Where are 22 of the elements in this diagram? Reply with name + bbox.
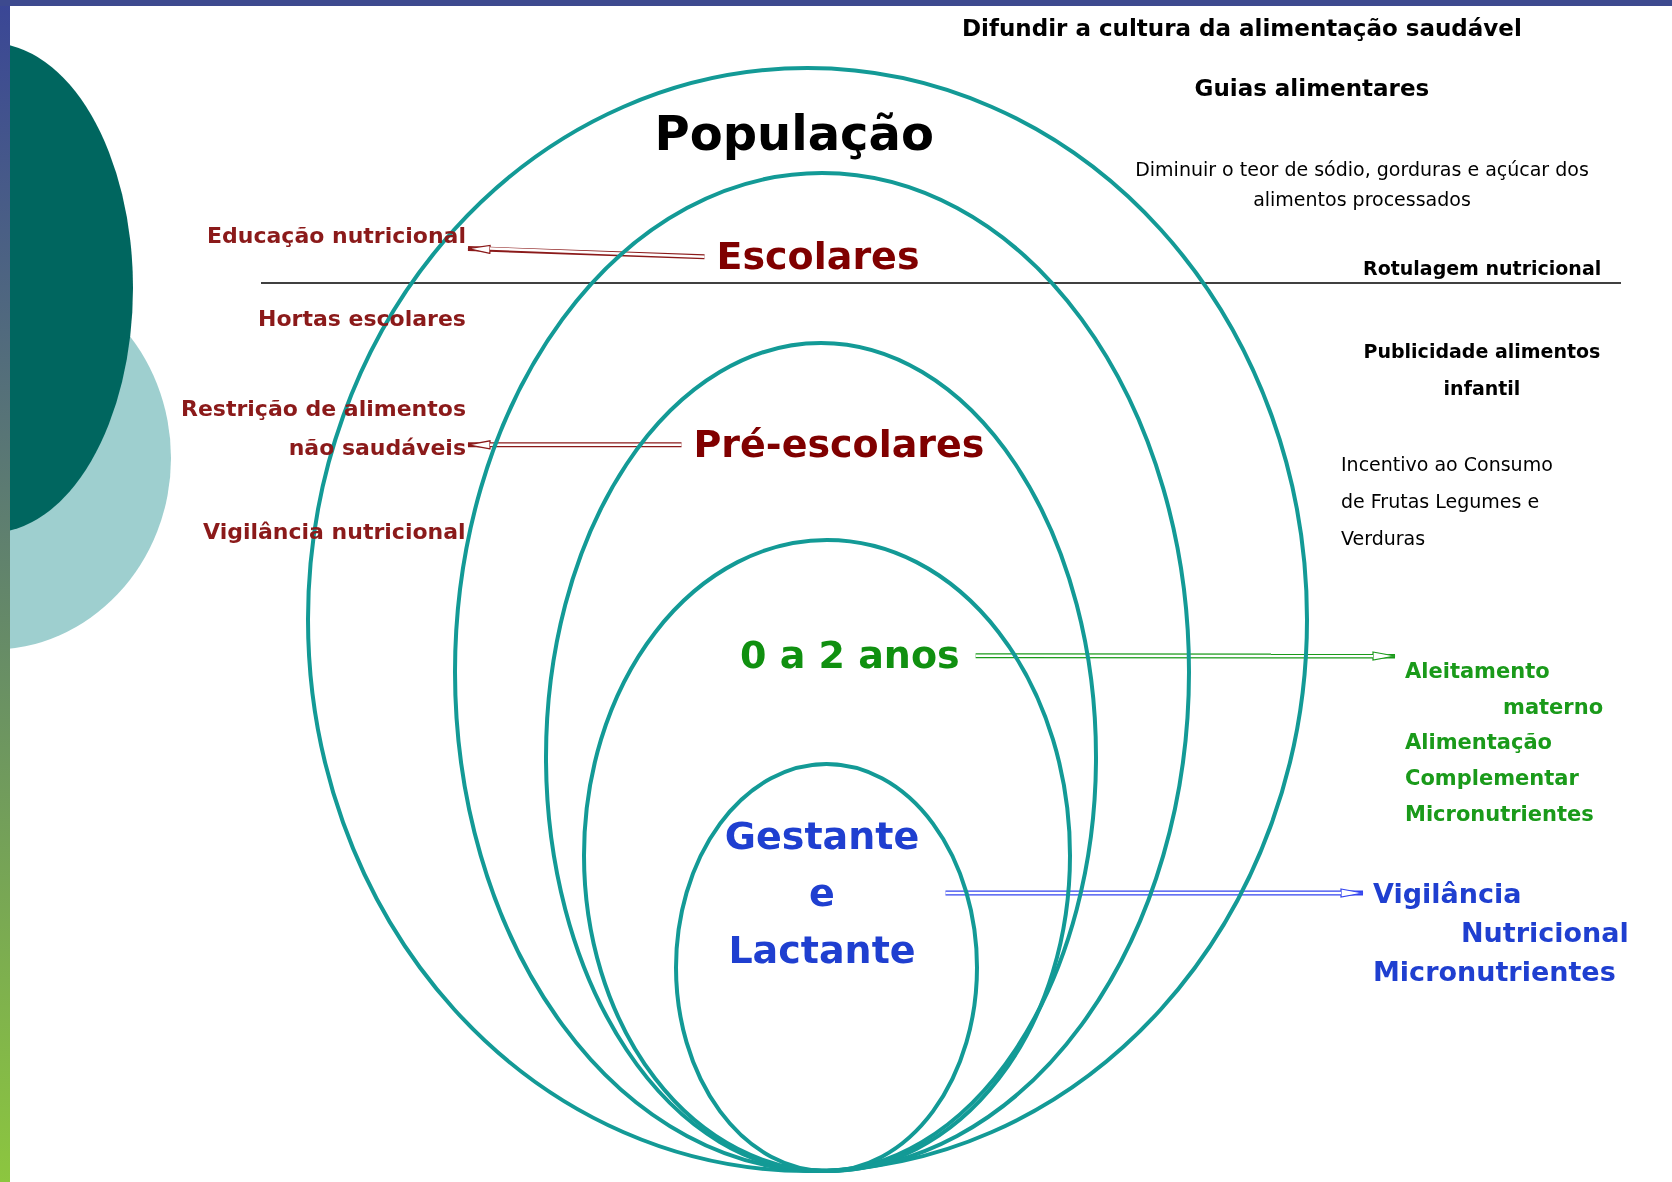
measure-text: Micronutrientes (1373, 955, 1617, 990)
group-title: Pré-escolares (693, 423, 985, 467)
text-label: Guias alimentares (1194, 74, 1430, 103)
measure-text: Aleitamento materno (1405, 658, 1605, 721)
group-title: População (654, 105, 934, 161)
arrow (467, 244, 705, 260)
arrow (467, 440, 682, 450)
arrow (945, 888, 1364, 898)
ellipse-ring (582, 538, 1072, 1173)
text-label: Publicidade alimentos infantil (1362, 339, 1602, 402)
measure-text: Micronutrientes (1405, 800, 1595, 828)
group-title: Escolares (716, 235, 920, 279)
group-title: 0 a 2 anos (740, 634, 960, 678)
measure-text: Alimentação Complementar (1405, 729, 1580, 793)
arrow (975, 651, 1396, 661)
ellipse-ring (544, 341, 1098, 1173)
text-label: Difundir a cultura da alimentação saudável (962, 14, 1522, 43)
measure-text: Vigilância Nutricional (1373, 877, 1630, 951)
text-label: Rotulagem nutricional (1363, 257, 1602, 281)
text-label: Diminuir o teor de sódio, gorduras e açúcar dos alimentos processados (1134, 157, 1590, 213)
text-label: Incentivo ao Consumo de Frutas Legumes e Verduras (1341, 452, 1554, 552)
group-title: Gestante e Lactante (723, 812, 921, 974)
